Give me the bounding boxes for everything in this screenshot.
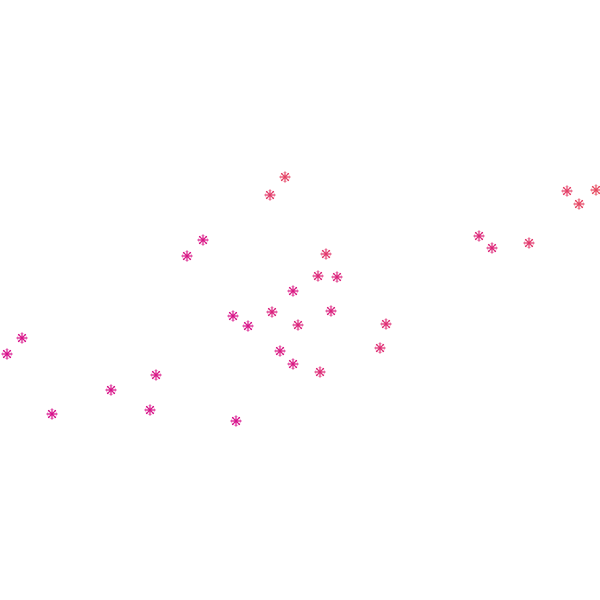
data-point xyxy=(279,171,291,183)
data-point xyxy=(325,305,337,317)
data-point xyxy=(523,237,535,249)
data-point xyxy=(274,345,286,357)
data-point xyxy=(561,185,573,197)
data-point xyxy=(320,248,332,260)
data-point xyxy=(197,234,209,246)
data-point xyxy=(144,404,156,416)
data-point xyxy=(473,230,485,242)
points-layer xyxy=(1,171,600,427)
data-point xyxy=(181,250,193,262)
data-point xyxy=(312,270,324,282)
data-point xyxy=(573,198,585,210)
data-point xyxy=(331,271,343,283)
data-point xyxy=(287,285,299,297)
data-point xyxy=(242,320,254,332)
data-point xyxy=(486,242,498,254)
data-point xyxy=(287,358,299,370)
data-point xyxy=(590,184,600,196)
data-point xyxy=(266,306,278,318)
data-point xyxy=(1,348,13,360)
data-point xyxy=(46,408,58,420)
data-point xyxy=(227,310,239,322)
data-point xyxy=(230,415,242,427)
data-point xyxy=(150,369,162,381)
data-point xyxy=(264,189,276,201)
data-point xyxy=(105,384,117,396)
data-point xyxy=(314,366,326,378)
data-point xyxy=(380,318,392,330)
data-point xyxy=(374,342,386,354)
data-point xyxy=(16,332,28,344)
data-point xyxy=(292,319,304,331)
